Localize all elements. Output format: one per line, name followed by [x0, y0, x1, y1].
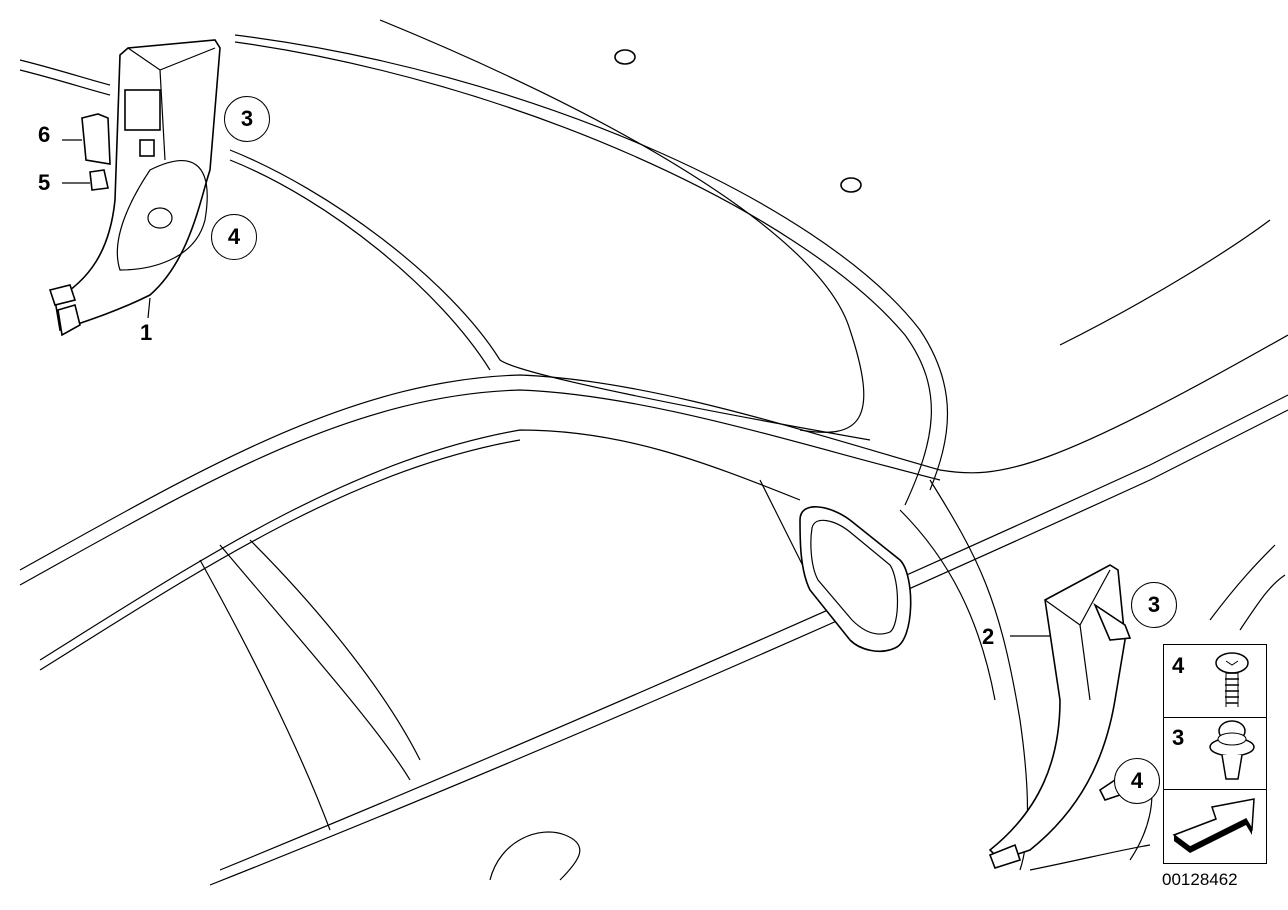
callout-1: 1 [140, 320, 153, 345]
circled-callout-4: 4 [1114, 758, 1160, 804]
image-id: 00128462 [1162, 870, 1238, 889]
direction-arrow-icon [1172, 798, 1255, 853]
callout-5: 5 [38, 170, 51, 195]
part-5-cap [89, 169, 109, 191]
circled-callout-3: 3 [1131, 582, 1177, 628]
circled-callout-3: 3 [224, 96, 270, 142]
callout-6: 6 [38, 122, 51, 147]
legend-item-clip: 3 [1164, 717, 1266, 790]
clip-icon [1209, 720, 1255, 780]
part-1-pillar-trim [48, 39, 221, 337]
car-body-outline [19, 19, 1288, 886]
circled-callout-4: 4 [211, 214, 257, 260]
grab-handle [799, 506, 912, 652]
headliner-clip [840, 177, 862, 193]
screw-icon [1215, 652, 1249, 707]
legend-item-screw: 4 [1164, 645, 1266, 718]
headliner-clip [614, 49, 636, 65]
part-2-pillar-trim [988, 564, 1132, 869]
callout-2: 2 [982, 624, 995, 649]
legend-number: 3 [1172, 725, 1185, 750]
legend-item-arrow [1164, 789, 1266, 863]
parts-legend: 4 3 [1163, 644, 1267, 864]
part-6-cover [81, 113, 111, 165]
legend-number: 4 [1172, 653, 1185, 678]
